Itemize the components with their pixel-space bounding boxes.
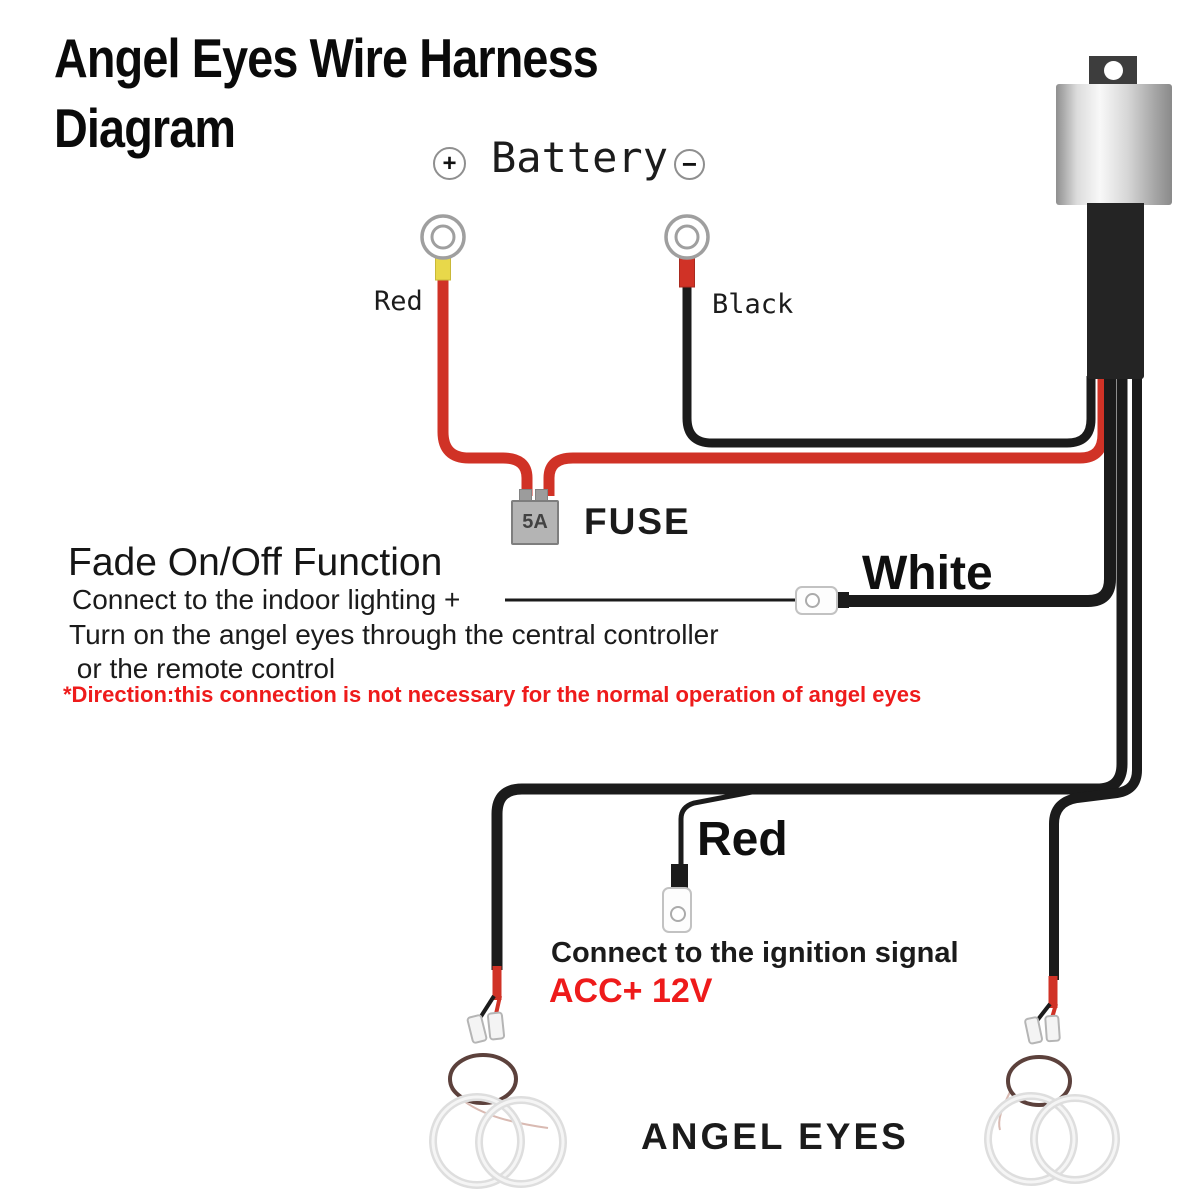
ignition-connector-icon: [662, 887, 692, 933]
relay-tab-hole: [1104, 61, 1123, 80]
battery-plus-icon: +: [433, 147, 466, 180]
fade-detail-line2: or the remote control: [69, 653, 336, 684]
battery-positive-wire: [437, 268, 533, 496]
page-title-line2: Diagram: [54, 97, 236, 159]
left-output-wire: [491, 376, 1128, 970]
left-ferrule-2: [486, 1011, 506, 1041]
fade-section-heading: Fade On/Off Function: [68, 541, 443, 584]
right-angel-eye-halos: [984, 1092, 1120, 1186]
left-angel-eye-halos: [429, 1093, 567, 1189]
ignition-tap-wire: [678, 788, 758, 870]
page-title-line1: Angel Eyes Wire Harness: [54, 27, 599, 89]
acc-signal-label: ACC+ 12V: [549, 972, 713, 1010]
fade-white-wire: [846, 376, 1116, 607]
fuse-to-relay-wire: [543, 376, 1109, 496]
left-red-lead: [494, 995, 502, 1015]
right-output-wire: [1049, 376, 1142, 980]
fuse-holder: 5A: [511, 500, 559, 545]
battery-minus-icon: −: [674, 149, 705, 180]
left-wire-coil: [448, 1053, 518, 1105]
fuse-rating-label: 5A: [522, 511, 548, 533]
relay-mount-tab: [1089, 56, 1137, 85]
relay-body: [1087, 203, 1144, 379]
battery-label: Battery: [491, 133, 669, 182]
fade-instruction: Connect to the indoor lighting +: [72, 584, 461, 615]
negative-wire-label: Black: [712, 289, 794, 320]
battery-negative-wire: [682, 285, 1096, 448]
fade-connector-icon: [795, 586, 838, 615]
fade-connector-hole: [805, 593, 820, 608]
relay-metal-can: [1056, 84, 1172, 205]
right-ferrule-2: [1044, 1014, 1061, 1043]
left-black-lead: [478, 994, 496, 1020]
negative-ring-terminal-icon: [664, 214, 710, 260]
right-wire-coil: [1006, 1055, 1072, 1107]
ignition-instruction: Connect to the ignition signal: [551, 937, 959, 969]
white-wire-label: White: [862, 547, 993, 600]
negative-crimp: [679, 254, 695, 288]
ignition-connector-hole: [670, 906, 686, 922]
left-ferrule-1: [466, 1014, 488, 1044]
fade-connector-stub: [836, 592, 849, 608]
fade-warning-text: *Direction:this connection is not necess…: [63, 682, 922, 707]
angel-eyes-label: ANGEL EYES: [641, 1116, 909, 1157]
ignition-connector-stub: [671, 864, 688, 890]
fade-detail-line1: Turn on the angel eyes through the centr…: [69, 619, 719, 650]
positive-ring-terminal-icon: [420, 214, 466, 260]
fuse-label: FUSE: [584, 501, 691, 542]
ignition-wire-label: Red: [697, 813, 788, 866]
right-ferrule-1: [1024, 1016, 1043, 1045]
positive-wire-label: Red: [374, 286, 423, 317]
